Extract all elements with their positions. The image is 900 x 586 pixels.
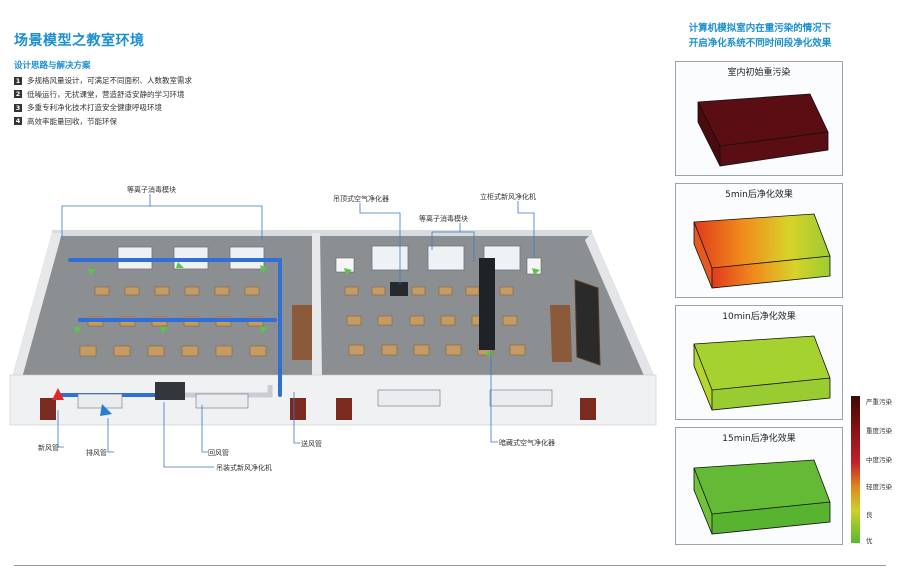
sim-panel-5min: 5min后净化效果 <box>675 183 843 298</box>
sim-panel-10min: 10min后净化效果 <box>675 305 843 420</box>
podium-left <box>292 305 312 360</box>
label-supply-pipe: 送风管 <box>301 440 322 448</box>
simulation-title-1: 计算机模拟室内在重污染的情况下 <box>688 23 832 34</box>
panel-label: 室内初始重污染 <box>727 68 791 78</box>
exhaust-arrow <box>100 404 112 416</box>
pollution-legend-bar <box>851 396 860 543</box>
front-windows <box>77 389 553 409</box>
legend-light: 轻度污染 <box>866 483 892 491</box>
simulation-title-2: 开启净化系统不同时间段净化效果 <box>688 38 832 49</box>
door <box>40 398 56 420</box>
room-box-mixed <box>693 213 831 289</box>
ceiling-purifier <box>390 282 408 296</box>
legend-good: 良 <box>866 511 873 519</box>
point-number: 4 <box>14 117 22 126</box>
point-text: 多规格风量设计，可满足不同面积、人数教室需求 <box>27 76 192 86</box>
back-wall <box>52 230 592 236</box>
legend-severe: 严重污染 <box>866 398 892 406</box>
label-ceiling-purifier: 吊顶式空气净化器 <box>333 195 389 203</box>
door <box>290 398 306 420</box>
label-ion-module-2: 等离子消毒模块 <box>419 215 468 223</box>
label-hidden-purifier: 暗藏式空气净化器 <box>499 439 555 447</box>
solution-point: 3 多重专利净化技术打造安全健康呼吸环境 <box>14 101 192 115</box>
room-box-good <box>693 335 831 411</box>
hidden-purifier-cabinet <box>479 258 495 350</box>
label-fresh-air-pipe: 新风管 <box>38 444 59 452</box>
podium-right <box>550 305 572 362</box>
divider-wall <box>312 233 322 378</box>
point-number: 3 <box>14 103 22 112</box>
sim-panel-initial: 室内初始重污染 <box>675 61 843 176</box>
leader-lines <box>57 194 535 468</box>
solution-points: 1 多规格风量设计，可满足不同面积、人数教室需求 2 低噪运行，无扰课堂，营造舒适安… <box>14 74 192 128</box>
label-hanging-fresh-air: 吊装式新风净化机 <box>216 464 272 472</box>
hanging-fresh-air-unit <box>155 382 185 400</box>
panel-label: 10min后净化效果 <box>722 312 796 322</box>
legend-excellent: 优 <box>866 537 873 545</box>
point-number: 2 <box>14 90 22 99</box>
label-ion-module: 等离子消毒模块 <box>127 186 176 194</box>
solution-point: 2 低噪运行，无扰课堂，营造舒适安静的学习环境 <box>14 88 192 102</box>
point-text: 高效率能量回收，节能环保 <box>27 116 117 126</box>
solution-point: 1 多规格风量设计，可满足不同面积、人数教室需求 <box>14 74 192 88</box>
point-text: 多重专利净化技术打造安全健康呼吸环境 <box>27 103 162 113</box>
fresh-air-arrow <box>52 388 64 400</box>
point-text: 低噪运行，无扰课堂，营造舒适安静的学习环境 <box>27 89 185 99</box>
label-exhaust-pipe: 排风管 <box>86 449 107 457</box>
sim-panel-15min: 15min后净化效果 <box>675 427 843 545</box>
label-cabinet-fresh-air: 立柜式新风净化机 <box>480 193 536 201</box>
room-box-severe <box>697 93 829 167</box>
footer-divider <box>14 565 886 566</box>
design-subtitle: 设计思路与解决方案 <box>14 61 91 71</box>
room-box-excellent <box>693 459 831 535</box>
classroom-diagram <box>9 194 657 468</box>
page-title: 场景模型之教室环境 <box>14 33 145 49</box>
right-wall <box>585 233 655 378</box>
wall-unit <box>335 257 355 273</box>
label-return-pipe: 回风管 <box>208 449 229 457</box>
solution-point: 4 高效率能量回收，节能环保 <box>14 115 192 129</box>
left-wall <box>12 233 62 378</box>
door <box>336 398 352 420</box>
legend-heavy: 重度污染 <box>866 427 892 435</box>
point-number: 1 <box>14 76 22 85</box>
legend-moderate: 中度污染 <box>866 456 892 464</box>
door <box>580 398 596 420</box>
panel-label: 5min后净化效果 <box>725 190 793 200</box>
airflow-arrows <box>74 262 540 356</box>
blackboard <box>574 279 601 366</box>
panel-label: 15min后净化效果 <box>722 434 796 444</box>
